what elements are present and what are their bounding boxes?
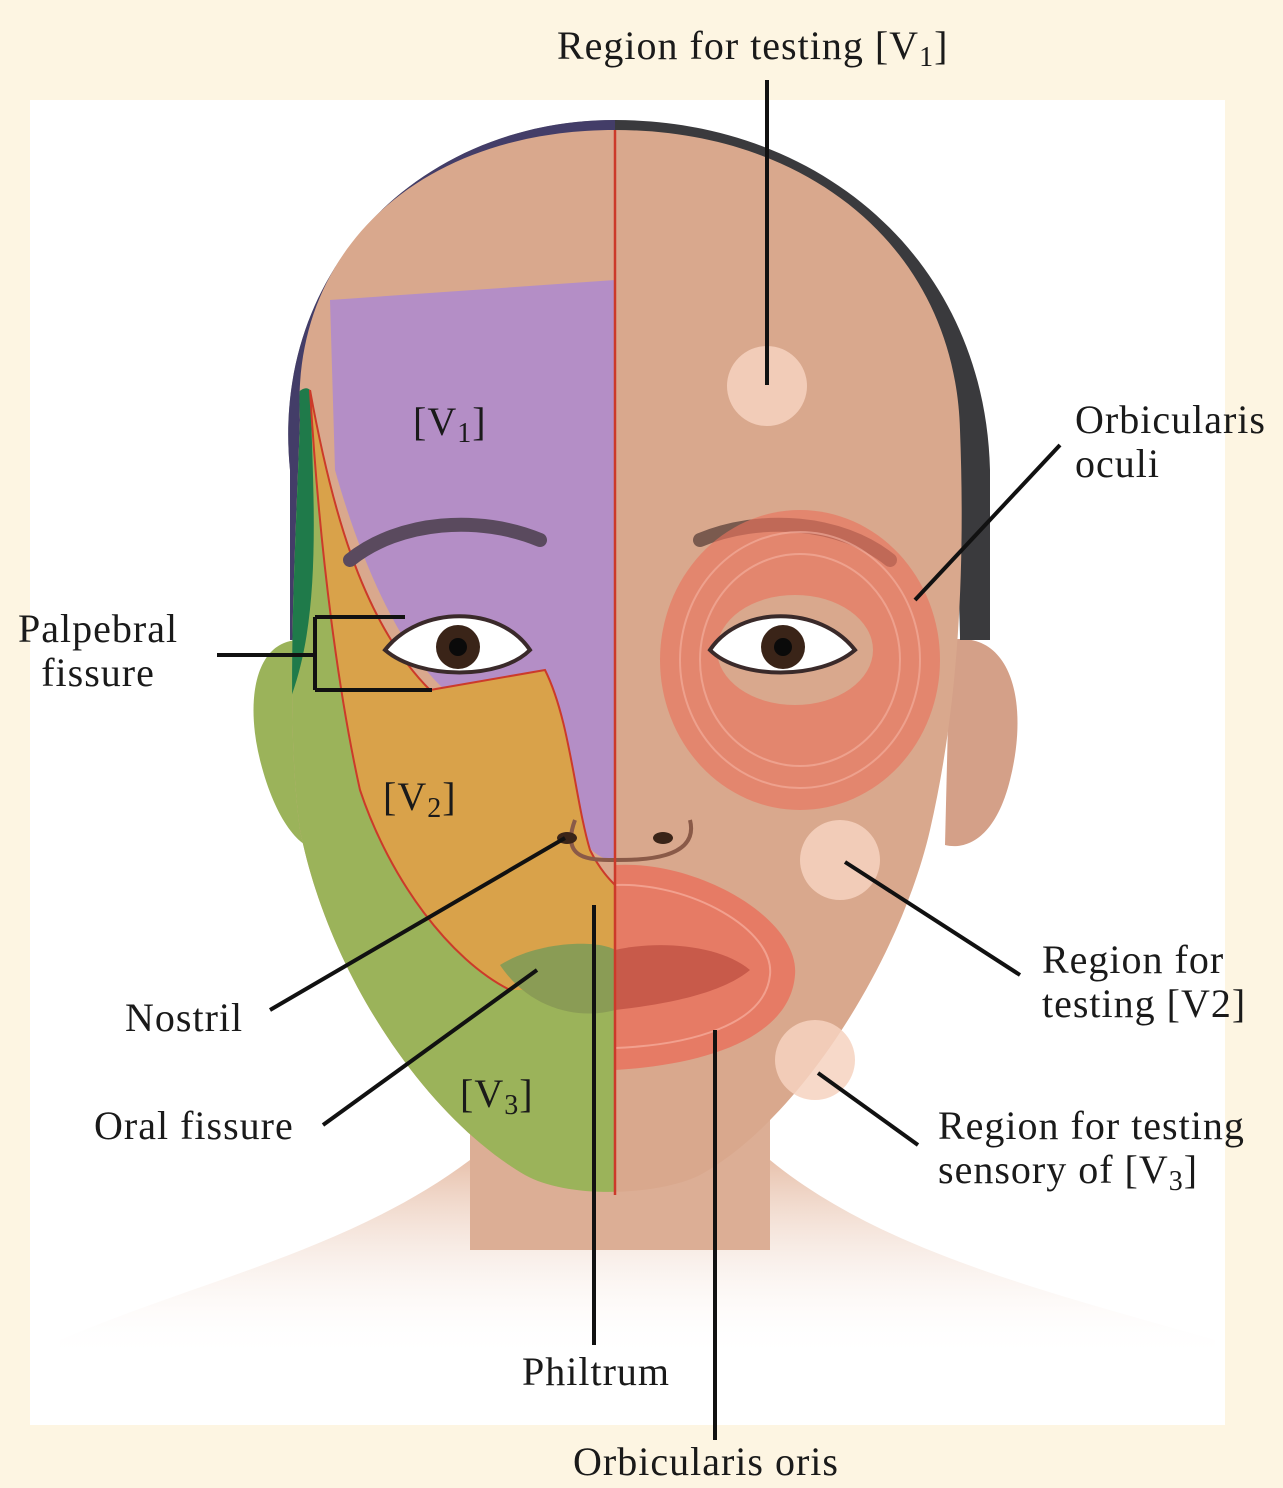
zone-label-v3: [V3]	[460, 1072, 534, 1116]
label-region-testing-v3: Region for testing sensory of [V3]	[938, 1104, 1245, 1192]
label-palpebral-fissure: Palpebral fissure	[18, 607, 178, 695]
label-orbicularis-oris: Orbicularis oris	[573, 1440, 839, 1484]
testing-spot-v2	[800, 820, 880, 900]
zone-label-v2: [V2]	[383, 775, 457, 819]
label-oral-fissure: Oral fissure	[94, 1104, 294, 1148]
label-nostril: Nostril	[125, 996, 243, 1040]
testing-spot-v3	[775, 1020, 855, 1100]
label-philtrum: Philtrum	[522, 1350, 670, 1394]
label-region-testing-v2: Region for testing [V2]	[1042, 938, 1246, 1026]
orbicularis-oculi-muscle	[660, 510, 940, 810]
zone-label-v1: [V1]	[413, 400, 487, 444]
label-orbicularis-oculi: Orbicularis oculi	[1075, 398, 1266, 486]
right-nostril	[653, 832, 673, 844]
label-region-testing-v1: Region for testing [V1]	[557, 24, 948, 68]
